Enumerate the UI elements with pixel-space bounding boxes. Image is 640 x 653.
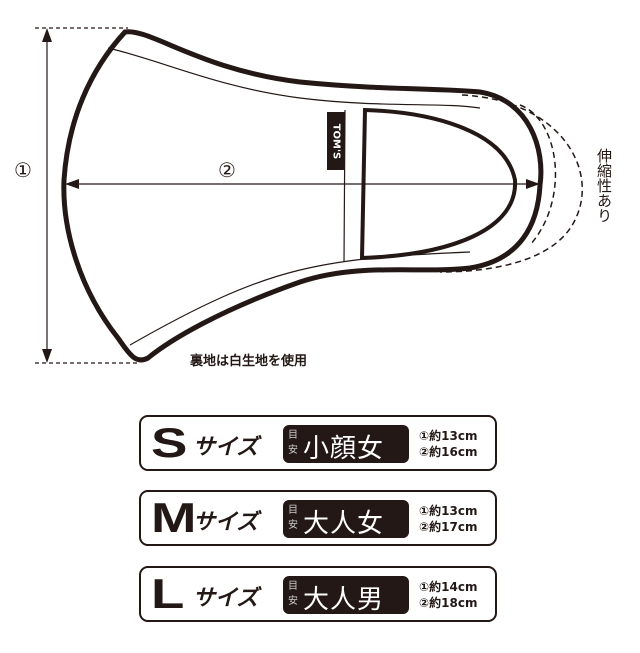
dim-height: ①約13cm [419,504,478,518]
size-label: サイズ [193,586,259,611]
dim-width: ②約18cm [419,596,478,610]
target-badge: 目安小顔女性 [283,425,409,501]
size-letter: S [151,419,188,466]
size-card-s: S サイズ 目安小顔女性 ①約13cm ②約16cm [139,415,497,501]
stretch-note: 伸縮性あり [595,148,613,223]
dim-height: ①約13cm [419,429,478,443]
size-label: サイズ [193,510,259,535]
size-label: サイズ [193,435,259,460]
meyasu-label: 目安 [288,430,298,456]
tom-s-badge [327,112,345,170]
seam-line-bottom [129,251,471,346]
mask-diagram [35,27,584,364]
lining-note: 裏地は白生地を使用 [190,354,308,369]
target-label: 小顔女性 [303,434,385,501]
stretch-dashed-2 [439,94,584,273]
size-letter: M [151,494,197,541]
meyasu-label: 目安 [288,505,298,531]
dim-width: ②約17cm [419,520,478,534]
dim-height: ①約14cm [419,580,478,594]
dim-width: ②約16cm [419,445,478,459]
meyasu-label: 目安 [288,581,298,607]
size-card-l: L サイズ 目安大人男性 ①約14cm ②約18cm [139,566,497,652]
size-letter: L [151,570,185,617]
height-label: ① [14,158,32,182]
target-label: 大人男性 [303,585,385,652]
width-label: ② [218,158,236,182]
seam-line-top [107,47,481,109]
mask-outline [61,29,544,363]
target-badge: 目安大人男性 [283,576,409,652]
target-badge: 目安大人女性 [283,500,409,576]
ear-loop-inner [359,107,518,261]
target-label: 大人女性 [303,509,385,576]
brand-tag: TOM'S [330,123,342,159]
size-card-m: M サイズ 目安大人女性 ①約13cm ②約17cm [139,490,497,576]
